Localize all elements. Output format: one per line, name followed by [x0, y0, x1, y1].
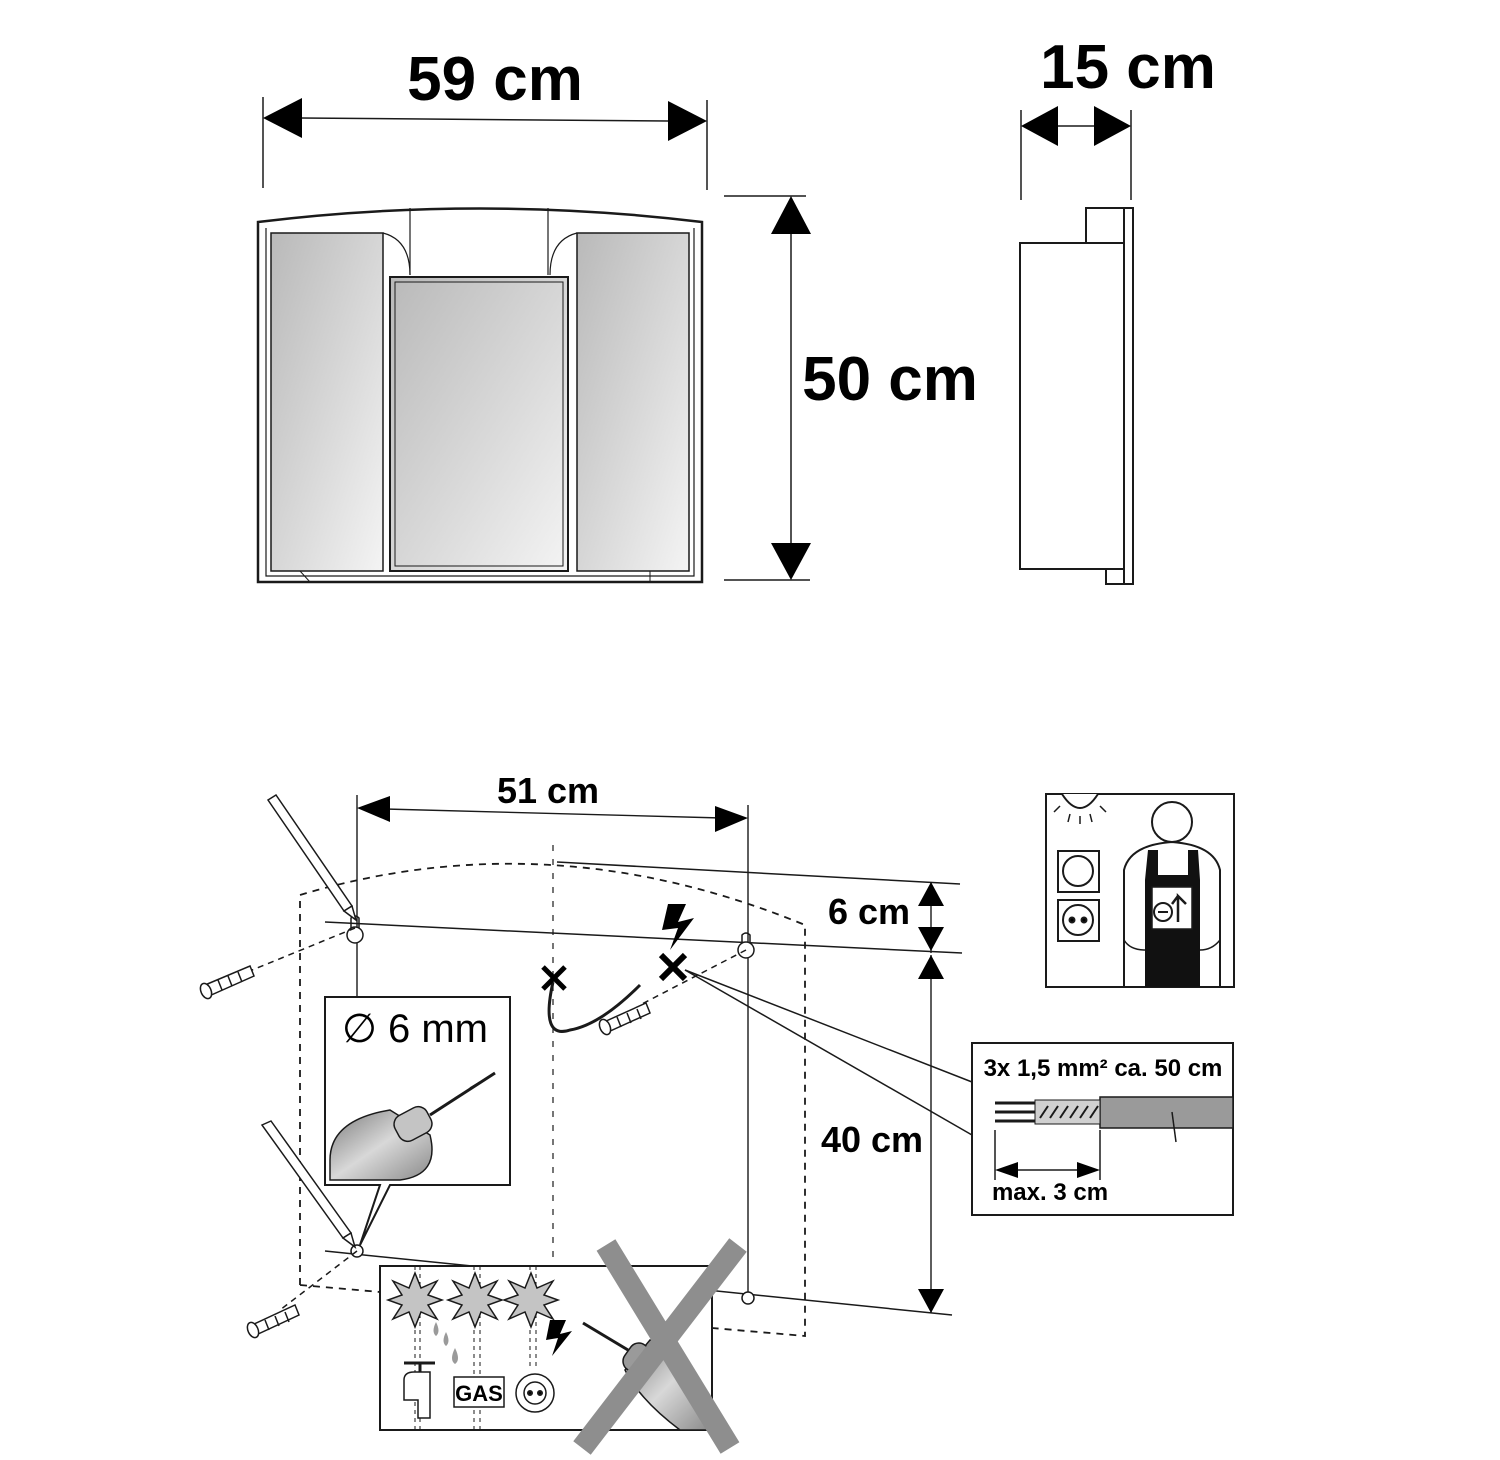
keyhole-icon: [737, 932, 755, 959]
arrow-left-icon: [995, 1162, 1018, 1178]
cross-mark-icon: [658, 952, 688, 982]
arrow-right-icon: [715, 806, 748, 832]
electrician-box: [1045, 793, 1235, 988]
lamp-icon: [1061, 793, 1099, 809]
arrow-left-icon: [357, 796, 390, 822]
dowel-icon: [246, 1303, 300, 1339]
cable-sheath: [1099, 1096, 1234, 1129]
lightning-icon: [546, 1320, 572, 1356]
arrow-down-icon: [918, 927, 944, 951]
arrow-right-icon: [668, 101, 707, 141]
cabinet-front-outline: [256, 207, 704, 584]
arrow-right-icon: [1077, 1162, 1100, 1178]
arrow-up-icon: [771, 196, 811, 234]
cabinet-side-back: [1123, 207, 1134, 585]
arrow-down-icon: [771, 543, 811, 580]
dowel-icon: [598, 1001, 651, 1036]
pencil-icon: [260, 1120, 357, 1249]
front-view: [256, 97, 811, 584]
cable-spec-label: 3x 1,5 mm² ca. 50 cm: [984, 1055, 1223, 1082]
burst-icon: [445, 1270, 505, 1330]
side-view: [1019, 106, 1134, 585]
electrician-head-icon: [1151, 801, 1193, 843]
arrow-down-icon: [918, 1289, 944, 1313]
dowel-icon: [199, 965, 255, 1000]
gas-sign: [453, 1376, 505, 1408]
hole-spacing-label: 51 cm: [497, 770, 599, 811]
mounting-diagram: [239, 795, 973, 1337]
wall-cable: [547, 981, 642, 1033]
left-mirror: [270, 232, 384, 572]
arrow-left-icon: [1021, 106, 1058, 146]
arrow-up-icon: [918, 882, 944, 906]
drill-diameter-label: ∅ 6 mm: [342, 1007, 488, 1051]
arrow-up-icon: [918, 955, 944, 979]
lightning-icon: [662, 904, 694, 950]
vertical-spacing-label: 40 cm: [821, 1119, 923, 1160]
right-mirror: [576, 232, 690, 572]
width-label: 59 cm: [407, 45, 583, 114]
gas-label: GAS: [455, 1381, 503, 1406]
cabinet-side-body: [1019, 242, 1125, 570]
cabinet-side-lamp: [1085, 207, 1125, 244]
arrow-left-icon: [263, 98, 302, 138]
strip-length-label: max. 3 cm: [992, 1179, 1108, 1206]
water-drops-icon: [433, 1322, 458, 1364]
cabinet-outline-dashed: [299, 862, 806, 1337]
height-label: 50 cm: [802, 345, 978, 414]
center-mirror: [389, 276, 569, 572]
water-tap-icon: [403, 1361, 435, 1419]
keyhole-icon: [346, 915, 364, 944]
depth-label: 15 cm: [1040, 33, 1216, 102]
cross-mark-icon: [541, 965, 567, 991]
arrow-right-icon: [1094, 106, 1131, 146]
pencil-icon: [266, 793, 358, 922]
burst-icon: [501, 1270, 561, 1330]
top-offset-label: 6 cm: [828, 891, 910, 932]
burst-icon: [385, 1270, 445, 1330]
cable-spec-box: [971, 1042, 1234, 1216]
drill-callout: [324, 996, 511, 1246]
prohibited-cross-icon: [573, 1238, 747, 1455]
